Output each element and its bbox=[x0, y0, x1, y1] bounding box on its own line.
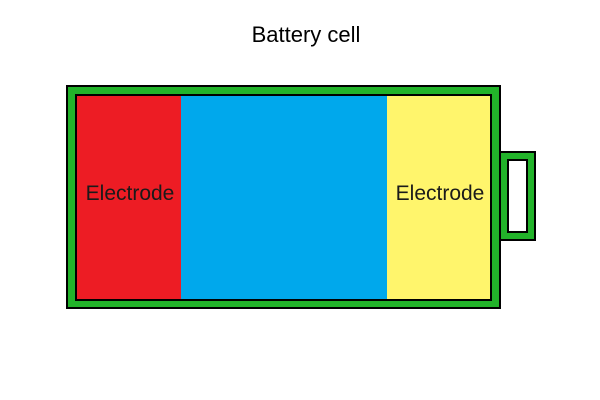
right-electrode bbox=[387, 95, 491, 300]
right-electrode-label: Electrode bbox=[396, 182, 485, 205]
electrolyte bbox=[181, 95, 387, 300]
left-electrode-label: Electrode bbox=[86, 182, 175, 205]
left-electrode bbox=[76, 95, 181, 300]
diagram-title: Battery cell bbox=[251, 22, 361, 47]
battery-terminal-inner bbox=[507, 159, 528, 233]
casing-inner-border bbox=[75, 94, 492, 301]
